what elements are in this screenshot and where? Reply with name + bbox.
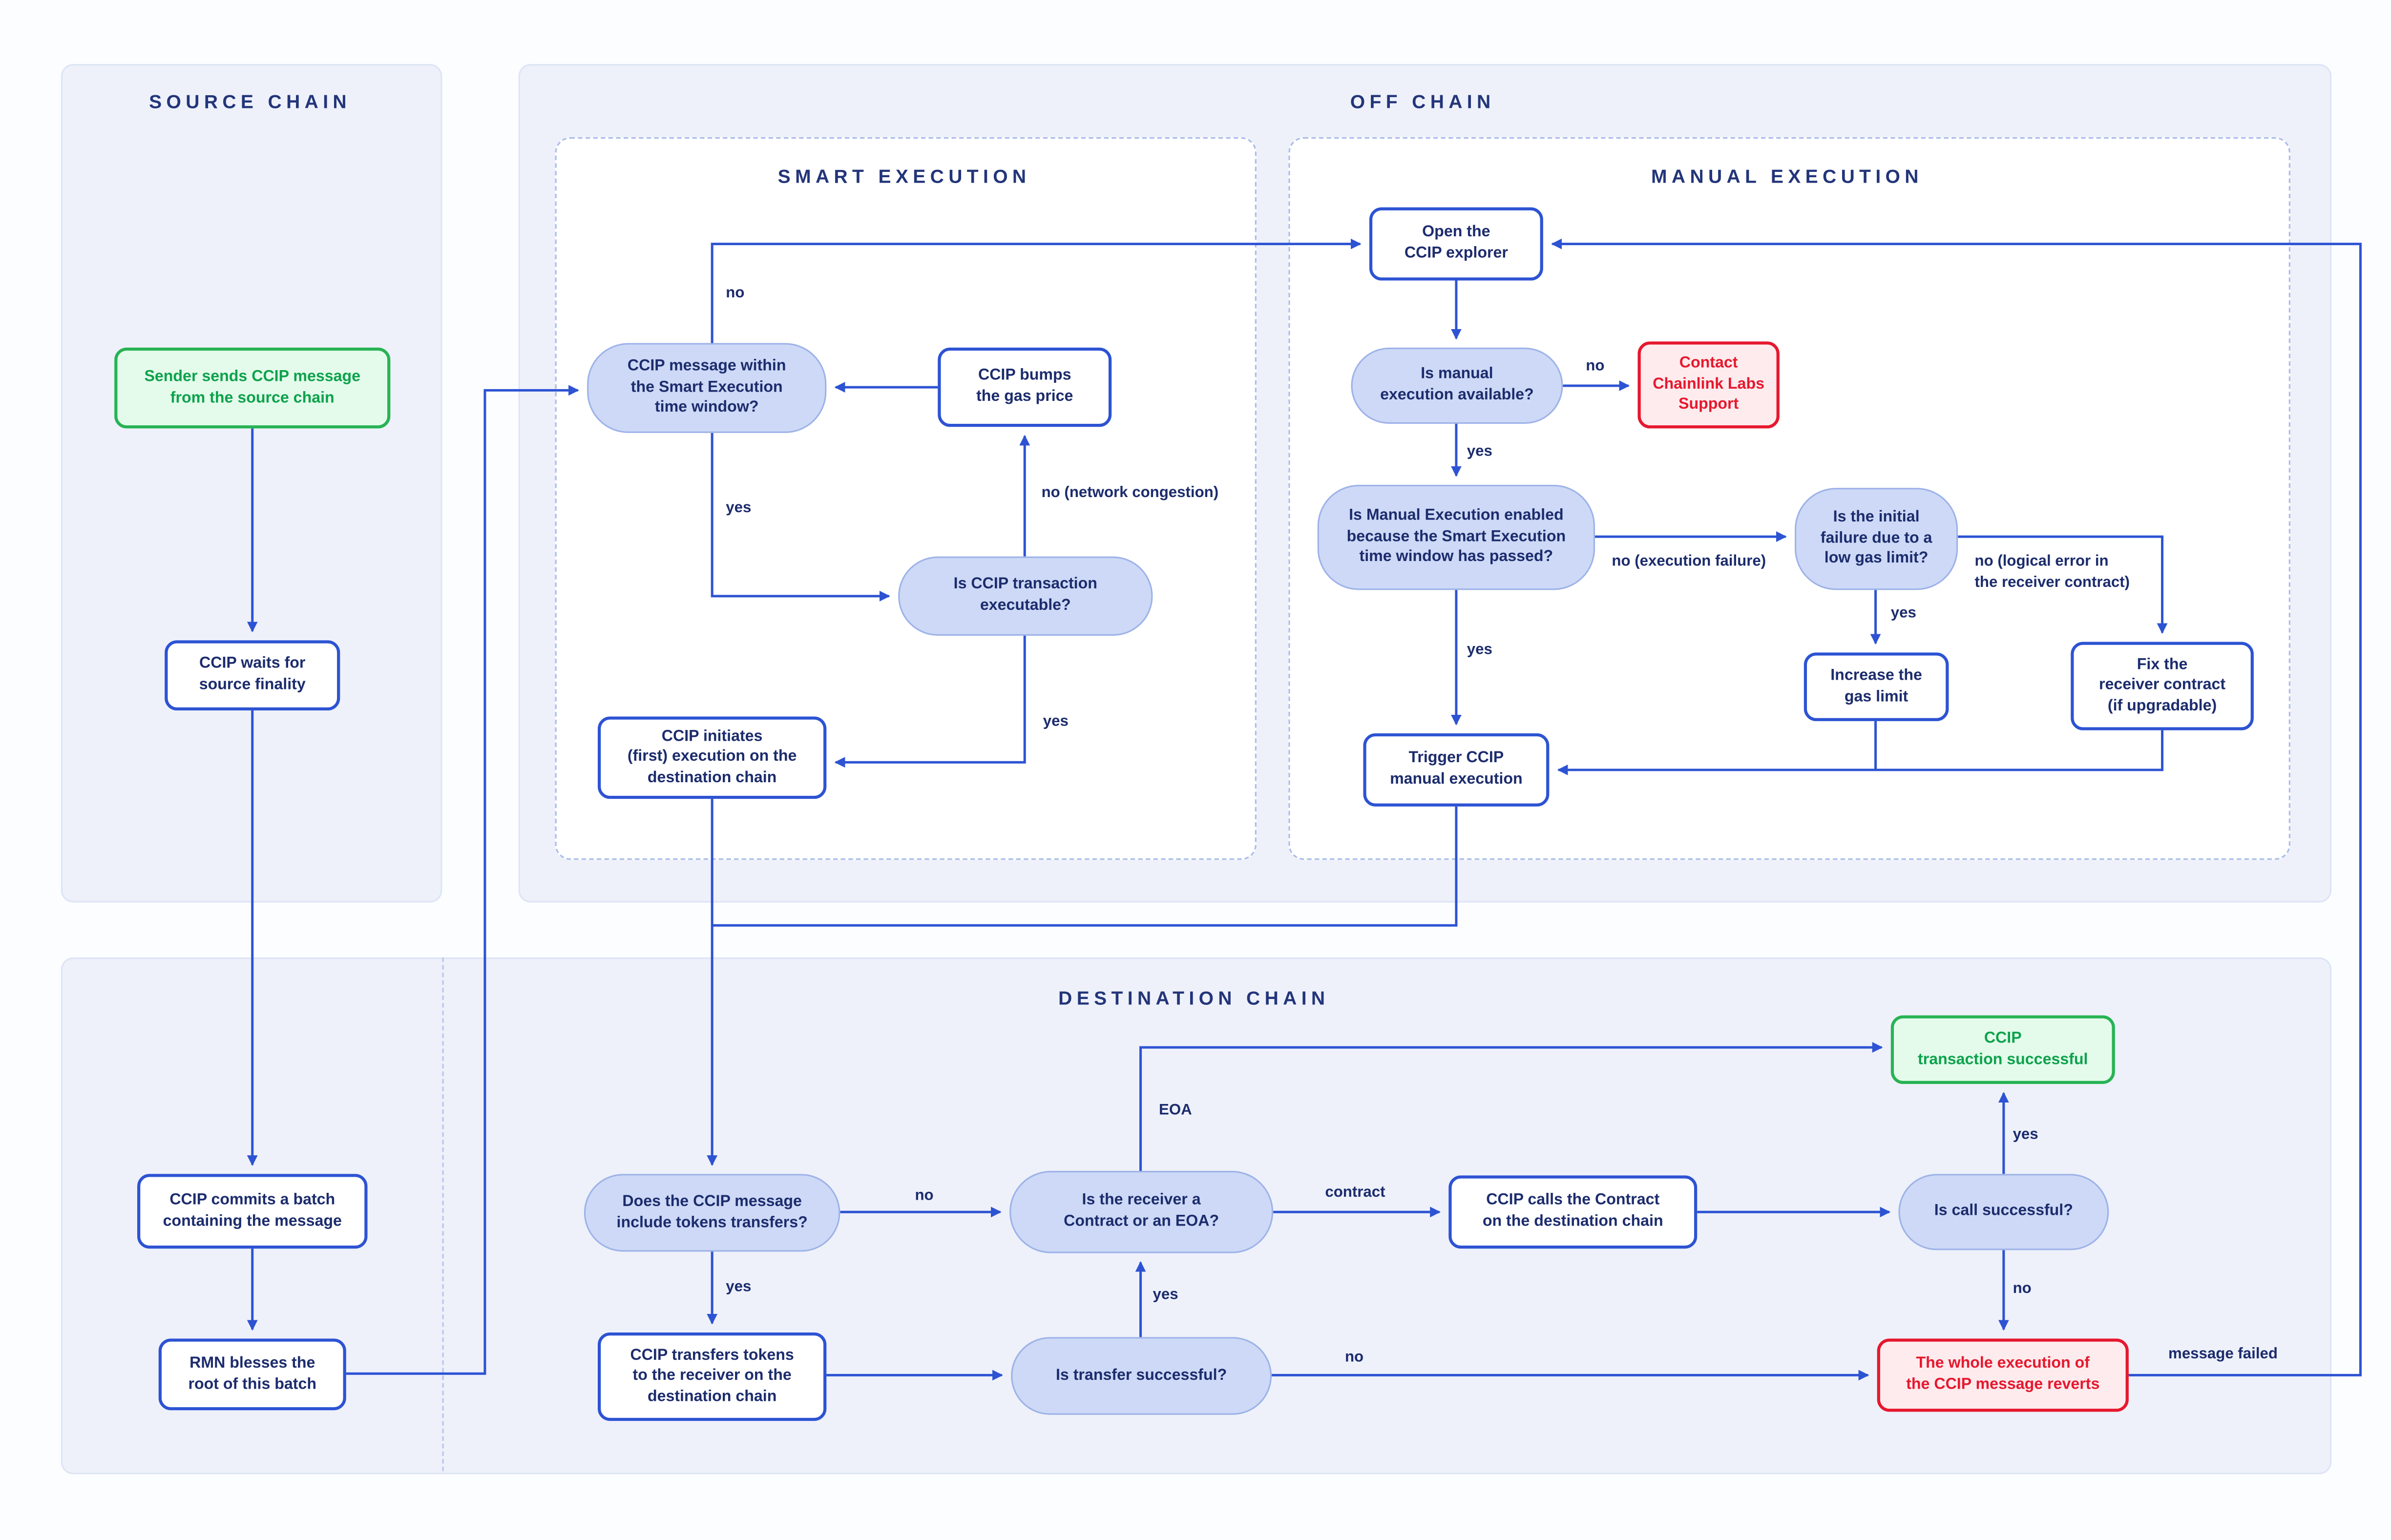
edge-label-no-network-congestion: no (network congestion) [1041,484,1219,502]
edge-label-yes-available: yes [1467,443,1492,460]
node-commits-batch: CCIP commits a batch containing the mess… [137,1174,368,1249]
edge-label-yes-smart: yes [726,500,752,517]
node-waits-source-finality: CCIP waits for source finality [165,640,340,711]
node-trigger-manual-execution: Trigger CCIP manual execution [1363,733,1550,807]
node-bumps-gas-price: CCIP bumps the gas price [938,347,1112,427]
edge-label-yes-call: yes [2013,1126,2038,1144]
node-contact-chainlink-labs-support: Contact Chainlink Labs Support [1637,341,1780,429]
edge-label-no-available: no [1586,358,1605,375]
manual-execution-title: MANUAL EXECUTION [1651,166,1923,188]
edge-label-eoa: EOA [1159,1102,1192,1119]
edge-label-no-does: no [915,1187,934,1205]
destination-chain-title: DESTINATION CHAIN [1058,988,1330,1010]
node-increase-gas-limit: Increase the gas limit [1804,652,1949,721]
source-chain-title: SOURCE CHAIN [149,91,352,113]
decision-transfer-successful: Is transfer successful? [1011,1337,1272,1415]
node-transfers-tokens: CCIP transfers tokens to the receiver on… [597,1332,827,1421]
decision-manual-execution-enabled: Is Manual Execution enabled because the … [1317,484,1595,590]
smart-execution-title: SMART EXECUTION [777,166,1031,188]
edge-label-yes-transfer: yes [1153,1287,1178,1304]
edge-label-yes-executable: yes [1043,713,1069,730]
edge-label-no-smart: no [726,285,745,302]
edge-label-yes-does: yes [726,1279,752,1296]
node-rmn-blesses-root: RMN blesses the root of this batch [158,1338,346,1411]
node-fix-receiver-contract: Fix the receiver contract (if upgradable… [2071,642,2254,730]
decision-message-within-time-window: CCIP message within the Smart Execution … [587,343,827,433]
edge-label-message-failed: message failed [2168,1346,2278,1363]
edge-label-yes-initial-failure: yes [1890,605,1916,622]
edge-label-contract: contract [1325,1185,1385,1202]
decision-includes-token-transfers: Does the CCIP message include tokens tra… [584,1174,840,1252]
node-sender-sends-message: Sender sends CCIP message from the sourc… [114,347,391,429]
decision-receiver-contract-or-eoa: Is the receiver a Contract or an EOA? [1009,1171,1274,1253]
decision-transaction-executable: Is CCIP transaction executable? [898,556,1153,636]
node-open-ccip-explorer: Open the CCIP explorer [1369,207,1543,281]
node-calls-contract-destination: CCIP calls the Contract on the destinati… [1448,1175,1698,1249]
decision-initial-failure-low-gas: Is the initial failure due to a low gas … [1795,488,1958,590]
node-execution-reverts: The whole execution of the CCIP message … [1877,1338,2129,1412]
edge-label-no-transfer: no [1344,1349,1364,1366]
edge-label-no-logical-error: no (logical error in the receiver contra… [1974,553,2130,591]
decision-manual-execution-available: Is manual execution available? [1351,347,1563,424]
node-transaction-successful: CCIP transaction successful [1890,1015,2115,1084]
decision-call-successful: Is call successful? [1898,1174,2109,1250]
node-initiates-first-execution: CCIP initiates (first) execution on the … [597,716,827,799]
edge-label-no-call: no [2013,1280,2032,1298]
edge-label-no-execution-failure: no (execution failure) [1612,553,1766,570]
source-column-divider [442,957,444,1472]
edge-label-yes-enabled: yes [1467,642,1492,659]
off-chain-title: OFF CHAIN [1350,91,1495,113]
